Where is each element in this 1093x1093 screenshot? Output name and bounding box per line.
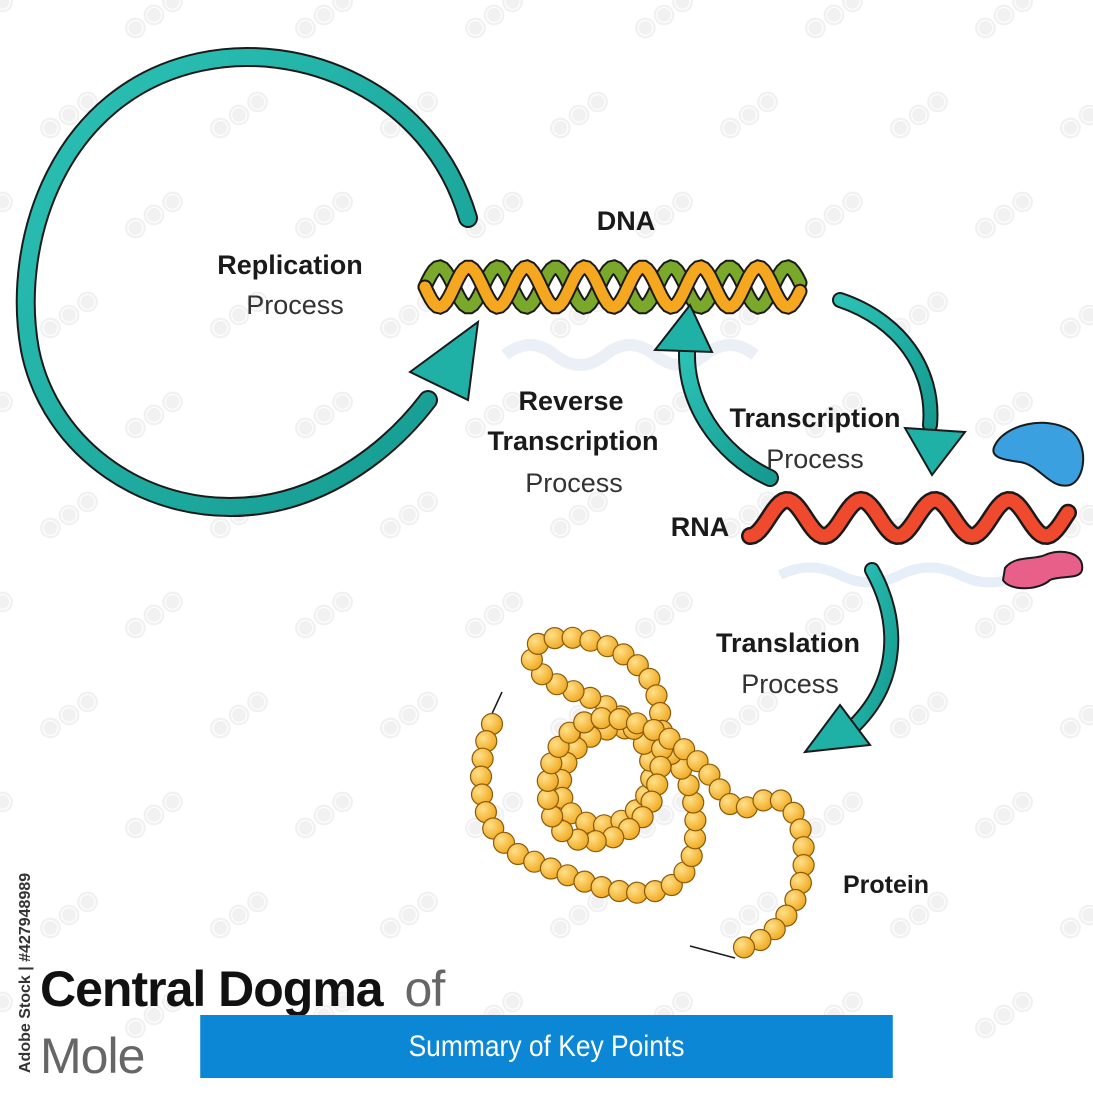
protein-chain [469,626,815,959]
transcription-process-label: Process [766,444,864,474]
watermark-mark: ◉◉◉ [31,881,104,945]
reverse-transcription-label: Transcription [487,426,658,456]
replication-arrow [15,46,480,517]
watermark-mark: ◉◉◉ [966,981,1039,1045]
watermark-mark: ◉◉◉ [201,681,274,745]
watermark-mark: ◉◉◉ [286,781,359,845]
dna-label: DNA [597,206,656,236]
watermark-mark: ◉◉◉ [711,81,784,145]
replication-label: Replication [217,250,363,280]
transcription-arrow [832,292,967,477]
watermark-mark: ◉◉◉ [966,181,1039,245]
watermark-mark: ◉◉◉ [626,0,699,45]
protein-label: Protein [843,871,929,899]
amino-acid-bead [732,936,756,959]
watermark-mark: ◉◉◉ [286,181,359,245]
title-of: of [405,961,446,1017]
reverse-label: Reverse [518,386,623,416]
watermark-mark: ◉◉◉ [881,681,954,745]
translation-process-label: Process [741,669,839,699]
watermark-mark: ◉◉◉ [0,0,19,45]
dna-strand-orange [419,261,806,313]
summary-banner[interactable]: Summary of Key Points [200,1015,893,1078]
watermark-mark: ◉◉◉ [0,381,19,445]
watermark-mark: ◉◉◉ [201,881,274,945]
dna-shadow [501,339,759,371]
watermark-mark: ◉◉◉ [286,381,359,445]
dna-helix [417,259,808,315]
watermark-mark: ◉◉◉ [966,781,1039,845]
watermark-mark: ◉◉◉ [371,881,444,945]
summary-banner-label: Summary of Key Points [408,1029,685,1063]
watermark-mark: ◉◉◉ [286,581,359,645]
watermark-mark: ◉◉◉ [1051,281,1093,345]
watermark-mark: ◉◉◉ [0,581,19,645]
watermark-mark: ◉◉◉ [0,181,19,245]
watermark-mark: ◉◉◉ [881,81,954,145]
title-line-1: Central Dogma of [40,961,445,1017]
watermark-mark: ◉◉◉ [966,0,1039,45]
watermark-mark: ◉◉◉ [1051,81,1093,145]
watermark-mark: ◉◉◉ [796,181,869,245]
rna-label: RNA [671,512,730,542]
reverse-transcription-process-label: Process [525,468,623,498]
watermark-mark: ◉◉◉ [1051,681,1093,745]
watermark-mark: ◉◉◉ [0,781,19,845]
watermark-mark: ◉◉◉ [116,781,189,845]
watermark-mark: ◉◉◉ [371,481,444,545]
reverse-transcription-arrow [653,303,779,487]
title-line-2: Mole [40,1028,144,1084]
watermark-mark: ◉◉◉ [456,581,529,645]
ribosome-large-subunit [992,421,1085,487]
watermark-mark: ◉◉◉ [796,0,869,45]
watermark-mark: ◉◉◉ [1051,881,1093,945]
watermark-mark: ◉◉◉ [31,281,104,345]
title-bold: Central Dogma [40,961,385,1017]
dna-strand-green [419,261,806,313]
replication-process-label: Process [246,290,344,320]
watermark-mark: ◉◉◉ [966,581,1039,645]
transcription-label: Transcription [729,403,900,433]
watermark-mark: ◉◉◉ [626,581,699,645]
stock-id-watermark: Adobe Stock | #427948989 [17,873,34,1073]
ribosome-small-subunit [1001,550,1084,590]
watermark-mark: ◉◉◉ [541,81,614,145]
watermark-mark: ◉◉◉ [116,381,189,445]
watermark-mark: ◉◉◉ [31,681,104,745]
watermark-mark: ◉◉◉ [116,581,189,645]
watermark-mark: ◉◉◉ [371,681,444,745]
translation-arrow [802,562,900,754]
watermark-mark: ◉◉◉ [116,0,189,45]
watermark-mark: ◉◉◉ [31,481,104,545]
watermark-mark: ◉◉◉ [286,0,359,45]
rna-strand [741,490,1077,588]
watermark-mark: ◉◉◉ [456,0,529,45]
watermark-mark: ◉◉◉ [116,181,189,245]
translation-label: Translation [716,628,860,658]
watermark-mark: ◉◉◉ [201,81,274,145]
